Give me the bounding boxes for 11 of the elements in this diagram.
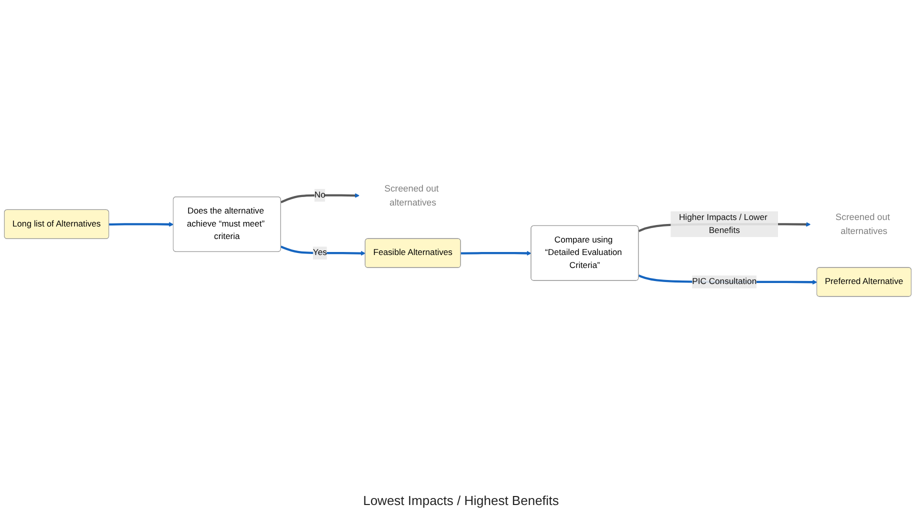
node-text: Screened out alternatives bbox=[836, 212, 890, 236]
arrow bbox=[460, 250, 532, 256]
edge-label: PIC Consultation bbox=[692, 277, 757, 286]
arrow bbox=[109, 222, 174, 227]
edge-label: Higher Impacts / Lower Benefits bbox=[678, 212, 768, 235]
note-text: Lowest Impacts / Highest Benefits bbox=[363, 493, 559, 508]
arrow bbox=[280, 246, 366, 256]
edge-label: Yes bbox=[312, 248, 327, 258]
edge-label: No bbox=[314, 190, 326, 200]
arrow bbox=[280, 193, 360, 204]
node-text: Screened out alternatives bbox=[384, 183, 439, 208]
